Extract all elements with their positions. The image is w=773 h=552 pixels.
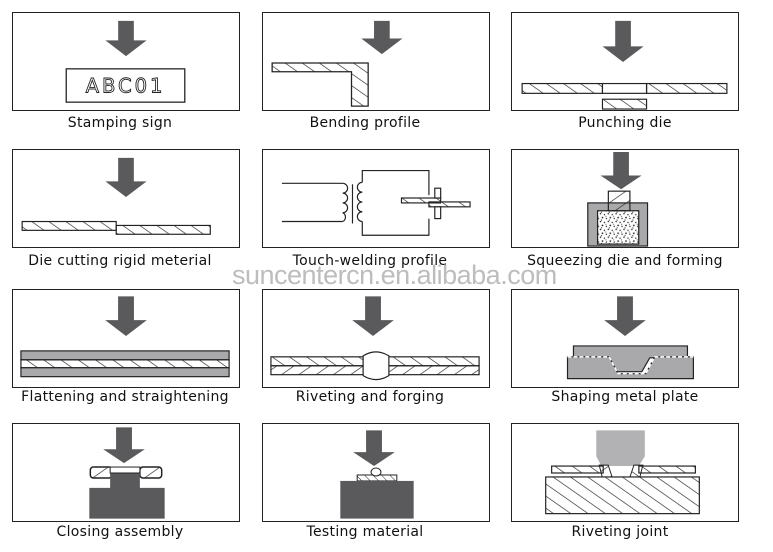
forming-material <box>596 210 640 245</box>
panel-squeezing-die <box>511 149 739 248</box>
material-left <box>21 220 117 231</box>
panel-shaping-plate <box>511 289 739 388</box>
caption-riveting-forging: Riveting and forging <box>295 389 445 405</box>
rivet-flare-left <box>598 464 613 478</box>
press-arrow-icon <box>105 157 147 198</box>
rivet <box>362 351 390 381</box>
upper-plate <box>20 350 230 361</box>
caption-riveting-joint: Riveting joint <box>571 524 669 540</box>
press-arrow-icon <box>352 296 394 337</box>
press-arrow-icon <box>600 151 642 190</box>
panel-punching-die <box>511 12 739 111</box>
press-arrow-icon <box>353 430 395 467</box>
sheet-left <box>521 82 604 94</box>
bent-profile <box>271 62 369 107</box>
lower-plate <box>20 367 230 378</box>
press-arrow-icon <box>105 296 147 337</box>
caption-testing-material: Testing material <box>306 524 424 540</box>
caption-bending-profile: Bending profile <box>309 115 421 131</box>
sheet-right <box>645 82 728 94</box>
press-arrow-icon <box>361 20 403 55</box>
panel-stamping-sign: ABC01 <box>12 12 240 111</box>
panel-testing-material <box>262 423 490 522</box>
watermark: suncentercn.en.alibaba.com <box>232 260 557 290</box>
formed-sheet <box>567 356 694 375</box>
punch-head <box>607 190 631 212</box>
assembly-bar <box>109 466 141 474</box>
electrode-top <box>434 187 442 199</box>
press-arrow-icon <box>604 296 646 337</box>
ring-left <box>89 466 113 479</box>
panel-riveting-joint <box>511 423 739 522</box>
panel-closing-assembly <box>12 423 240 522</box>
caption-touch-welding: Touch-welding profile <box>292 253 448 269</box>
rivet-flare-right <box>629 464 644 478</box>
primary-wire <box>281 182 343 223</box>
punched-slug <box>601 98 648 110</box>
caption-flattening: Flattening and straightening <box>21 389 229 405</box>
workpiece-lower <box>428 201 471 208</box>
caption-punching-die: Punching die <box>578 115 672 131</box>
press-arrow-icon <box>105 20 147 57</box>
stamp-plate <box>65 68 186 103</box>
stamp-text: ABC01 <box>86 74 166 97</box>
panel-die-cutting <box>12 149 240 248</box>
test-ball <box>370 467 382 477</box>
sheet-hole <box>601 82 648 94</box>
caption-squeezing-die: Squeezing die and forming <box>527 253 723 269</box>
sheet <box>20 359 230 369</box>
anvil-base <box>545 476 700 515</box>
workpiece-upper <box>400 197 442 204</box>
test-base <box>340 480 414 519</box>
ring-right <box>139 466 163 479</box>
secondary-wire <box>361 169 430 236</box>
caption-shaping-plate: Shaping metal plate <box>551 389 699 405</box>
panel-touch-welding <box>262 149 490 248</box>
caption-die-cutting: Die cutting rigid meterial <box>28 253 212 269</box>
press-arrow-icon <box>103 427 145 464</box>
panel-flattening <box>12 289 240 388</box>
press-arrow-icon <box>602 20 644 62</box>
caption-closing-assembly: Closing assembly <box>56 524 184 540</box>
primary-coil-icon <box>342 182 349 223</box>
sheet-right <box>638 465 696 474</box>
sheet-left <box>551 465 604 474</box>
material-right <box>115 224 211 235</box>
electrode-bottom <box>434 206 442 220</box>
panel-bending-profile <box>262 12 490 111</box>
secondary-coil-icon <box>356 181 363 223</box>
rivet-tool <box>596 430 645 467</box>
caption-stamping-sign: Stamping sign <box>67 115 173 131</box>
assembly-base <box>89 472 165 519</box>
panel-riveting-forging <box>262 289 490 388</box>
